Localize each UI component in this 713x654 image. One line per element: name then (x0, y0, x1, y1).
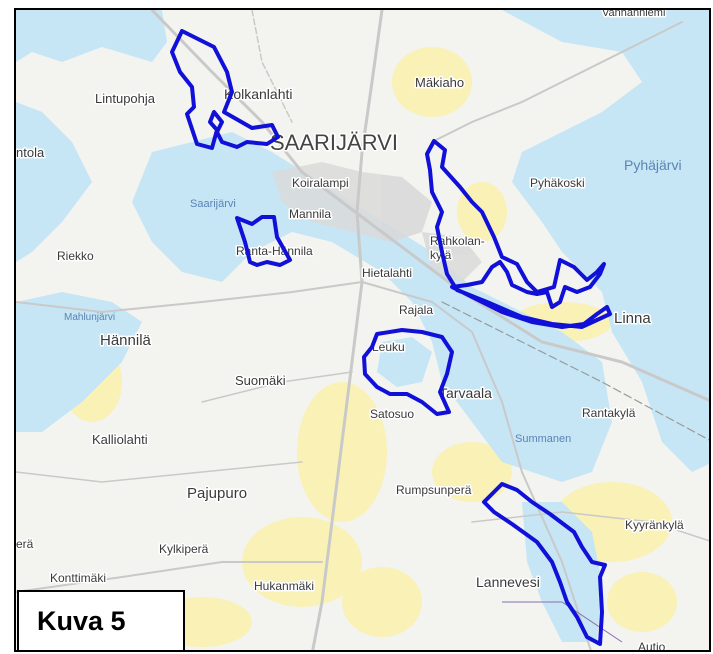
label-hietalahti: Hietalahti (362, 266, 412, 280)
label-era: erä (16, 537, 34, 551)
label-saarijarvi-town: SAARIJÄRVI (270, 130, 398, 155)
label-satosuo: Satosuo (370, 407, 414, 421)
label-rantakyla: Rantakylä (582, 406, 636, 420)
map-frame[interactable]: Vanhanniemi Lintupohja Kolkanlahti Mäkia… (14, 8, 711, 652)
water-bodies (16, 10, 709, 642)
area-lannevesi (482, 482, 607, 646)
label-kalliolahti: Kalliolahti (92, 432, 148, 447)
label-rumpsunpera: Rumpsunperä (396, 483, 472, 497)
map-canvas[interactable]: Vanhanniemi Lintupohja Kolkanlahti Mäkia… (16, 10, 711, 652)
label-summanen: Summanen (515, 433, 571, 445)
label-mannila: Mannila (289, 207, 331, 221)
label-kolkanlahti: Kolkanlahti (224, 86, 293, 102)
label-saarijarvi-lake: Saarijärvi (190, 198, 236, 210)
road-network (16, 10, 709, 650)
label-hannila: Hännilä (100, 332, 152, 349)
label-hukanmaki: Hukanmäki (254, 579, 314, 593)
label-tola: ntola (16, 145, 45, 160)
label-lintupohja: Lintupohja (95, 91, 156, 106)
label-rajala: Rajala (399, 303, 433, 317)
figure-caption: Kuva 5 (37, 605, 126, 636)
area-ranta-hannila (235, 215, 292, 267)
label-kylkipera: Kylkiperä (159, 542, 209, 556)
label-vanhanniemi: Vanhanniemi (602, 10, 665, 19)
outlined-areas (170, 29, 612, 646)
label-tarvaala: Tarvaala (439, 385, 492, 401)
label-ranta-hannila: Ranta-Hännila (236, 244, 313, 258)
label-linna: Linna (614, 310, 651, 327)
area-tarvaala (362, 328, 454, 416)
label-riekko: Riekko (57, 249, 94, 263)
label-pyhajarvi: Pyhäjärvi (624, 157, 682, 173)
label-suomaki: Suomäki (235, 373, 286, 388)
label-makiaho: Mäkiaho (415, 75, 464, 90)
label-mahlunjarvi: Mahlunjärvi (64, 312, 115, 323)
place-labels: Vanhanniemi Lintupohja Kolkanlahti Mäkia… (16, 10, 686, 652)
area-rahkola-linna (425, 139, 612, 329)
urban-area (272, 162, 482, 282)
label-konttimaki: Konttimäki (50, 571, 106, 585)
label-autio: Autio (638, 640, 666, 652)
label-lannevesi: Lannevesi (476, 574, 540, 590)
area-kolkanlahti (170, 29, 280, 150)
label-pyhakoski: Pyhäkoski (530, 176, 585, 190)
label-leuku: Leuku (372, 340, 405, 354)
label-pajupuro: Pajupuro (187, 485, 247, 502)
label-kyyrankyla: Kyyränkylä (625, 518, 684, 532)
label-rahkolan-1: Rahkolan- (430, 234, 485, 248)
label-koiralampi: Koiralampi (292, 176, 349, 190)
caption-box: Kuva 5 (17, 590, 185, 652)
